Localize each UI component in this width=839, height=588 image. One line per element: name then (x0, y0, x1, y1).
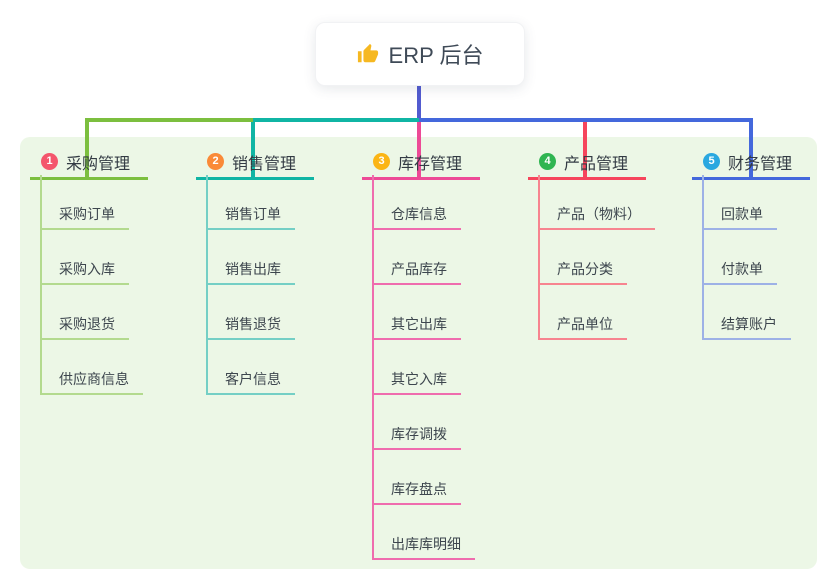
child-row: 销售退货 (208, 285, 295, 340)
child-node[interactable]: 仓库信息 (374, 207, 461, 230)
branch-number-badge: 5 (703, 153, 720, 170)
branch-label: 产品管理 (564, 155, 629, 173)
child-node[interactable]: 客户信息 (208, 372, 295, 395)
child-node[interactable]: 付款单 (704, 262, 777, 285)
branch-number-badge: 3 (373, 153, 390, 170)
branch-number-badge: 4 (539, 153, 556, 170)
branch-children-finance: 回款单 付款单 结算账户 (702, 175, 791, 340)
child-node[interactable]: 销售出库 (208, 262, 295, 285)
child-node[interactable]: 其它入库 (374, 372, 461, 395)
child-row: 销售订单 (208, 175, 295, 230)
child-node[interactable]: 产品库存 (374, 262, 461, 285)
child-row: 结算账户 (704, 285, 791, 340)
child-node[interactable]: 销售订单 (208, 207, 295, 230)
child-node[interactable]: 产品（物料） (540, 207, 655, 230)
child-node[interactable]: 采购退货 (42, 317, 129, 340)
child-row: 产品库存 (374, 230, 475, 285)
child-row: 产品（物料） (540, 175, 655, 230)
connector-root-vertical (417, 84, 421, 120)
child-node[interactable]: 采购订单 (42, 207, 129, 230)
branch-number-badge: 1 (41, 153, 58, 170)
root-node[interactable]: ERP 后台 (315, 22, 525, 86)
child-node[interactable]: 产品分类 (540, 262, 627, 285)
branch-children-purchase: 采购订单 采购入库 采购退货 供应商信息 (40, 175, 143, 395)
connector-drop-finance (749, 118, 753, 180)
child-row: 产品分类 (540, 230, 655, 285)
branch-number-badge: 2 (207, 153, 224, 170)
branch-label: 采购管理 (66, 155, 131, 173)
child-node[interactable]: 销售退货 (208, 317, 295, 340)
connector-drop-inventory (417, 122, 421, 180)
branch-label: 库存管理 (398, 155, 463, 173)
child-node[interactable]: 结算账户 (704, 317, 791, 340)
child-row: 库存盘点 (374, 450, 475, 505)
child-row: 其它入库 (374, 340, 475, 395)
child-node[interactable]: 回款单 (704, 207, 777, 230)
connector-drop-purchase (85, 118, 89, 180)
child-row: 采购退货 (42, 285, 143, 340)
branch-label: 销售管理 (232, 155, 297, 173)
child-node[interactable]: 采购入库 (42, 262, 129, 285)
thumbs-up-icon (357, 43, 378, 63)
child-row: 产品单位 (540, 285, 655, 340)
child-node[interactable]: 产品单位 (540, 317, 627, 340)
child-node[interactable]: 供应商信息 (42, 372, 143, 395)
connector-horizontal-sales (253, 118, 419, 122)
branch-label: 财务管理 (728, 155, 793, 173)
child-row: 其它出库 (374, 285, 475, 340)
connector-horizontal-purchase (85, 118, 253, 122)
branch-header-finance[interactable]: 5 财务管理 (692, 146, 810, 180)
child-row: 付款单 (704, 230, 791, 285)
branch-header-purchase[interactable]: 1 采购管理 (30, 146, 148, 180)
branch-children-sales: 销售订单 销售出库 销售退货 客户信息 (206, 175, 295, 395)
child-row: 销售出库 (208, 230, 295, 285)
child-node[interactable]: 库存调拨 (374, 427, 461, 450)
child-row: 供应商信息 (42, 340, 143, 395)
child-node[interactable]: 库存盘点 (374, 482, 461, 505)
child-row: 客户信息 (208, 340, 295, 395)
branch-header-inventory[interactable]: 3 库存管理 (362, 146, 480, 180)
branch-header-sales[interactable]: 2 销售管理 (196, 146, 314, 180)
child-row: 回款单 (704, 175, 791, 230)
child-row: 库存调拨 (374, 395, 475, 450)
child-row: 采购订单 (42, 175, 143, 230)
branch-header-product[interactable]: 4 产品管理 (528, 146, 646, 180)
connector-drop-product (583, 122, 587, 180)
branches-panel (20, 137, 817, 569)
branch-children-product: 产品（物料） 产品分类 产品单位 (538, 175, 655, 340)
root-label: ERP 后台 (388, 43, 484, 68)
child-node[interactable]: 其它出库 (374, 317, 461, 340)
child-row: 采购入库 (42, 230, 143, 285)
child-row: 出库库明细 (374, 505, 475, 560)
connector-drop-sales (251, 122, 255, 180)
child-row: 仓库信息 (374, 175, 475, 230)
child-node[interactable]: 出库库明细 (374, 537, 475, 560)
branch-children-inventory: 仓库信息 产品库存 其它出库 其它入库 库存调拨 库存盘点 出库库明细 (372, 175, 475, 560)
connector-horizontal-finance (419, 118, 753, 122)
